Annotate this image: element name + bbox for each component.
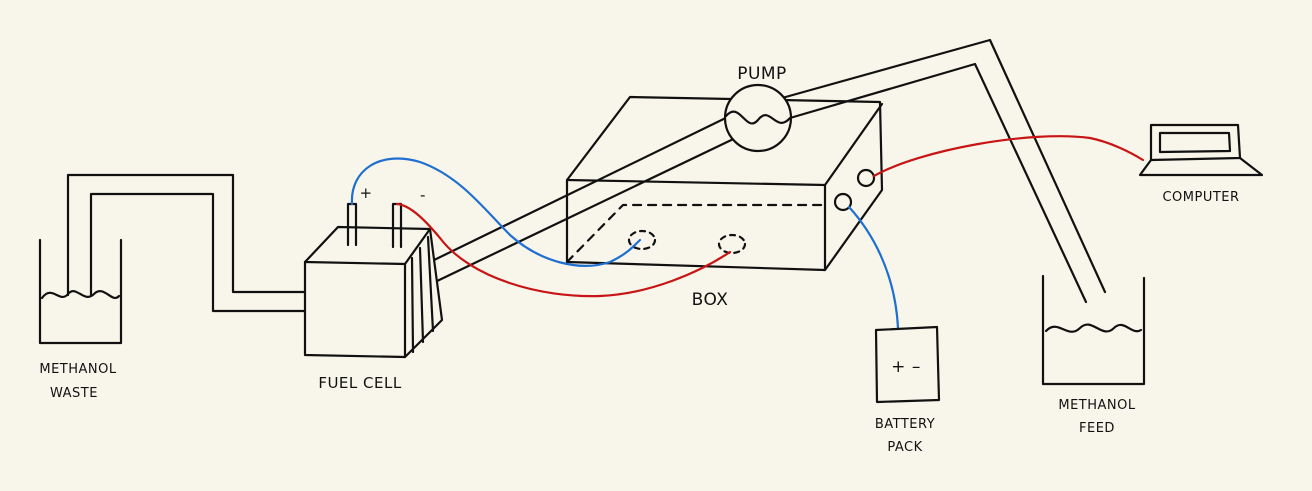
wires (350, 135, 1145, 330)
box (565, 95, 884, 272)
internal-port-red (717, 233, 747, 255)
waste-tube (66, 173, 328, 313)
pump-wave (724, 110, 792, 125)
pump-label: PUMP (737, 64, 787, 84)
methanol-feed-label-1: METHANOL (1058, 398, 1135, 413)
blue-wire-fuel-cell (350, 157, 642, 267)
waste-liquid-wave (40, 290, 121, 300)
minus-label: - (420, 186, 426, 204)
battery-pack-label-2: PACK (887, 440, 922, 455)
plus-label: + (359, 184, 372, 202)
feed-tube (428, 38, 1107, 304)
computer (1138, 123, 1264, 177)
blue-wire-battery (847, 205, 900, 330)
pump (723, 83, 793, 153)
methanol-waste-beaker (38, 238, 123, 345)
feed-liquid-wave (1044, 323, 1143, 333)
internal-port-blue (627, 229, 657, 251)
box-port-battery (833, 192, 853, 212)
battery-pack: + – (874, 325, 941, 404)
red-wire-fuel-cell (395, 202, 732, 298)
fuel-cell-label: FUEL CELL (318, 374, 402, 392)
methanol-feed-label-2: FEED (1079, 421, 1115, 436)
box-port-computer (856, 168, 876, 188)
red-wire-computer (872, 135, 1145, 178)
methanol-waste-label-1: METHANOL (39, 362, 116, 377)
fuel-cell (303, 202, 444, 359)
methanol-feed-beaker (1041, 274, 1146, 386)
battery-symbol: + – (891, 357, 921, 377)
box-label: BOX (692, 290, 729, 310)
methanol-waste-label-2: WASTE (50, 386, 98, 401)
computer-label: COMPUTER (1162, 190, 1239, 205)
battery-pack-label-1: BATTERY (875, 417, 935, 432)
